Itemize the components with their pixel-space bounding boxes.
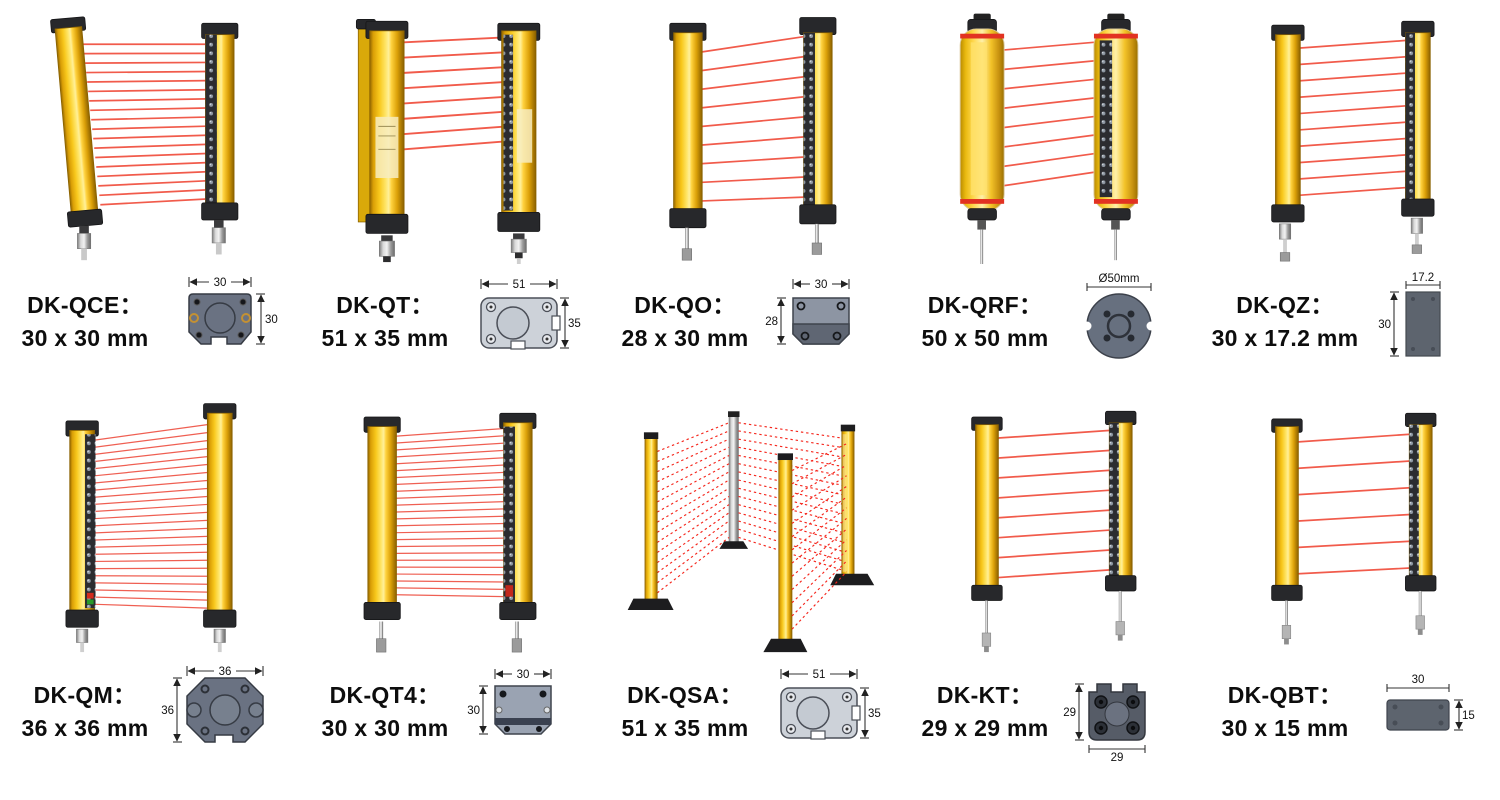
light-curtain-illustration: [959, 13, 1139, 264]
product-card-dk-qt4: DK-QT4： 30 x 30 mm: [300, 396, 600, 770]
cross-section-diagram-dk-qce: 30 30: [159, 272, 285, 372]
product-name: DK-KT：: [936, 682, 1034, 708]
product-name: DK-QT4：: [329, 682, 441, 708]
dim-top-label: Ø50mm: [1099, 273, 1140, 285]
product-size: 30 x 30 mm: [321, 715, 449, 741]
product-photo-dk-qsa: [614, 396, 886, 654]
product-size: 29 x 29 mm: [921, 715, 1049, 741]
product-card-dk-qt: DK-QT： 51 x 35 mm: [300, 6, 600, 380]
light-curtain-illustration: [363, 412, 537, 653]
product-size: 30 x 30 mm: [21, 325, 149, 351]
product-photo-dk-qrf: [914, 6, 1186, 264]
product-name: DK-QBT：: [1227, 682, 1343, 708]
product-card-dk-qce: DK-QCE： 30 x 30 mm: [0, 6, 300, 380]
product-name: DK-QSA：: [627, 682, 743, 708]
dim-side-label: 35: [868, 708, 881, 720]
cross-section-diagram-dk-kt: 29 29: [1059, 662, 1185, 762]
product-grid: DK-QCE： 30 x 30 mm: [0, 6, 1500, 770]
cross-section-diagram-dk-qrf: Ø50mm: [1059, 272, 1185, 372]
product-size: 51 x 35 mm: [621, 715, 749, 741]
product-name: DK-QM：: [33, 682, 137, 708]
product-card-dk-kt: DK-KT： 29 x 29 mm: [900, 396, 1200, 770]
light-curtain-illustration: [971, 410, 1137, 653]
product-size: 51 x 35 mm: [321, 325, 449, 351]
dim-top-label: 51: [813, 669, 826, 681]
dim-side-label: 30: [467, 705, 480, 717]
dim-side-label: 35: [568, 318, 581, 330]
light-fence-illustration: [627, 411, 875, 653]
cross-section-diagram-dk-qz: 17.2 30: [1362, 272, 1488, 372]
cross-section-diagram-dk-qo: 30 28: [759, 272, 885, 372]
product-card-dk-qsa: DK-QSA： 51 x 35 mm: [600, 396, 900, 770]
product-name: DK-QCE：: [27, 292, 143, 318]
dim-top-label: 30: [214, 277, 227, 289]
product-size: 28 x 30 mm: [621, 325, 749, 351]
dim-side-label: 29: [1063, 707, 1076, 719]
cross-section-diagram-dk-qbt: 30 15: [1359, 662, 1485, 762]
light-curtain-illustration: [50, 16, 239, 261]
cross-section-diagram-dk-qt: 51 35: [459, 272, 585, 372]
product-card-dk-qbt: DK-QBT： 30 x 15 mm 30: [1200, 396, 1500, 770]
dim-top-label: 30: [815, 279, 828, 291]
light-curtain-illustration: [355, 18, 541, 264]
dim-top-label: 36: [219, 666, 232, 678]
dim-top-label: 30: [517, 669, 530, 681]
cross-section-diagram-dk-qm: 36 36: [159, 662, 285, 762]
product-photo-dk-qz: [1214, 6, 1486, 264]
product-photo-dk-qm: [14, 396, 286, 654]
dim-top-label: 30: [1412, 674, 1425, 686]
dim-side-label: 36: [161, 705, 174, 717]
product-size: 30 x 17.2 mm: [1211, 325, 1359, 351]
product-size: 36 x 36 mm: [21, 715, 149, 741]
dim-top-label: 51: [513, 279, 526, 291]
product-photo-dk-qbt: [1214, 396, 1486, 654]
product-name: DK-QO：: [634, 292, 736, 318]
product-card-dk-qrf: DK-QRF： 50 x 50 mm Ø50mm: [900, 6, 1200, 380]
dim-side-label: 30: [1379, 319, 1392, 331]
cross-section-diagram-dk-qt4: 30 30: [459, 662, 585, 762]
light-curtain-illustration: [65, 403, 237, 653]
product-size: 30 x 15 mm: [1221, 715, 1349, 741]
product-card-dk-qz: DK-QZ： 30 x 17.2 mm 17.2: [1200, 6, 1500, 380]
dim-side-label: 30: [265, 314, 278, 326]
product-photo-dk-qt: [314, 6, 586, 264]
product-photo-dk-qo: [614, 6, 886, 264]
product-name: DK-QZ：: [1236, 292, 1334, 318]
product-card-dk-qo: DK-QO： 28 x 30 mm 30: [600, 6, 900, 380]
dim-side-label: 15: [1462, 710, 1475, 722]
dim-bottom-label: 29: [1111, 752, 1124, 762]
product-photo-dk-kt: [914, 396, 1186, 654]
product-photo-dk-qt4: [314, 396, 586, 654]
dim-top-label: 17.2: [1412, 272, 1434, 284]
dim-side-label: 28: [765, 316, 778, 328]
cross-section-diagram-dk-qsa: 51 35: [759, 662, 885, 762]
product-card-dk-qm: DK-QM： 36 x 36 mm: [0, 396, 300, 770]
light-curtain-illustration: [1271, 20, 1435, 262]
light-curtain-illustration: [1271, 412, 1437, 645]
product-name: DK-QRF：: [927, 292, 1043, 318]
product-name: DK-QT：: [336, 292, 434, 318]
product-size: 50 x 50 mm: [921, 325, 1049, 351]
product-photo-dk-qce: [14, 6, 286, 264]
light-curtain-illustration: [669, 17, 837, 261]
